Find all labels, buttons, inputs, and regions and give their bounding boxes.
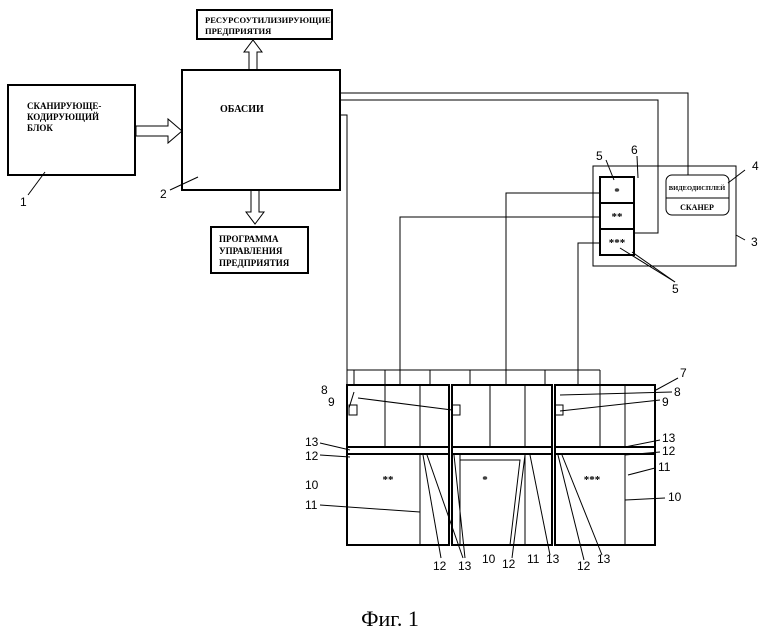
label-b12b: 12	[502, 557, 516, 571]
label-b13b: 13	[546, 552, 560, 566]
container-center	[452, 385, 552, 545]
sensor-center	[452, 405, 460, 415]
container-center-mark: *	[482, 474, 488, 486]
label-13b: 13	[662, 431, 676, 445]
label-9a: 9	[328, 395, 335, 409]
cell-bottom-mark: ***	[609, 237, 626, 249]
label-9b: 9	[662, 395, 669, 409]
label-b10: 10	[482, 552, 496, 566]
label-12a: 12	[305, 449, 319, 463]
label-8b: 8	[674, 385, 681, 399]
label-13a: 13	[305, 435, 319, 449]
scanner-block-line2: КОДИРУЮЩИЙ	[27, 112, 99, 122]
label-4: 4	[752, 159, 759, 173]
arrow-obasi-to-recycling	[244, 40, 262, 70]
wire-center-to-top-cell	[506, 193, 600, 385]
label-b12a: 12	[433, 559, 447, 573]
recycling-line2: ПРЕДПРИЯТИЯ	[205, 26, 271, 36]
label-11a: 11	[305, 498, 318, 512]
label-b13c: 13	[597, 552, 611, 566]
label-12b: 12	[662, 444, 676, 458]
sensor-left	[349, 405, 357, 415]
arrow-obasi-to-program	[246, 190, 264, 224]
label-7: 7	[680, 366, 687, 380]
label-10a: 10	[305, 478, 319, 492]
videodisplay-label: ВИДЕОДИСПЛЕЙ	[669, 184, 725, 192]
cell-middle-mark: **	[612, 211, 624, 223]
label-11b: 11	[658, 460, 671, 474]
label-3: 3	[751, 235, 758, 249]
wire-left-to-middle-cell	[400, 217, 600, 385]
label-b12c: 12	[577, 559, 591, 573]
label-10b: 10	[668, 490, 682, 504]
container-right-mark: ***	[584, 474, 601, 486]
sensor-right	[555, 405, 563, 415]
program-line2: УПРАВЛЕНИЯ	[219, 246, 283, 256]
label-5a: 5	[596, 149, 603, 163]
arrow-scanner-to-obasi	[136, 119, 182, 143]
recycling-line1: РЕСУРСОУТИЛИЗИРУЮЩИЕ	[205, 15, 331, 25]
label-8a: 8	[321, 383, 328, 397]
wire-obasi-to-videodisplay	[340, 93, 688, 175]
scanner-block-line1: СКАНИРУЮЩЕ-	[27, 101, 101, 111]
program-line3: ПРЕДПРИЯТИЯ	[219, 258, 290, 268]
cell-top-mark: *	[614, 186, 620, 198]
label-1: 1	[20, 195, 27, 209]
label-6: 6	[631, 143, 638, 157]
label-2: 2	[160, 187, 167, 201]
program-line1: ПРОГРАММА	[219, 234, 279, 244]
wire-right-to-bottom-cell	[578, 243, 600, 385]
label-b13a: 13	[458, 559, 472, 573]
scanner-label: СКАНЕР	[680, 203, 714, 212]
label-b11: 11	[527, 552, 540, 566]
wire-obasi-to-containers	[340, 115, 347, 385]
scanner-block-line3: БЛОК	[27, 123, 53, 133]
container-right	[555, 385, 655, 545]
label-5b: 5	[672, 282, 679, 296]
container-left-mark: **	[383, 474, 395, 486]
figure-caption: Фиг. 1	[361, 606, 419, 631]
obasi-label: ОБАСИИ	[220, 104, 264, 115]
obasi-block	[182, 70, 340, 190]
container-left	[347, 385, 449, 545]
